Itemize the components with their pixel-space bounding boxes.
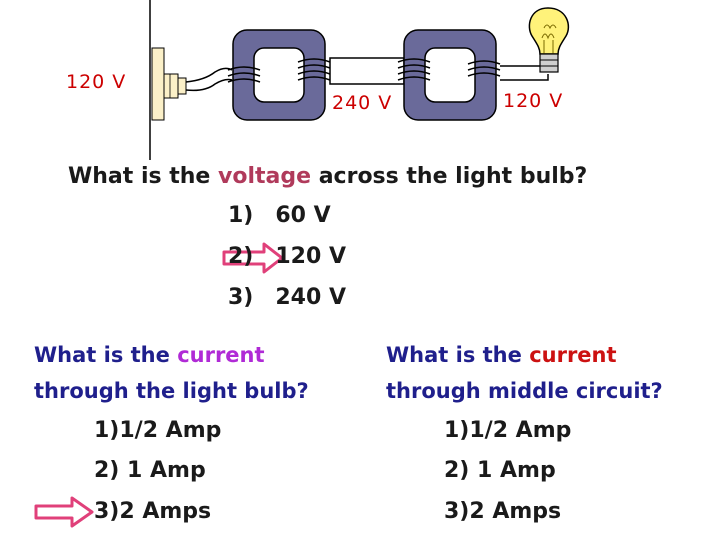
light-bulb-icon [528,7,570,73]
wall-outlet-plate [151,47,165,121]
voltage-option-3-num: 3) [228,285,254,310]
current-middle-option-2[interactable]: 2) 1 Amp [444,458,556,483]
bulb-wires [500,65,549,81]
source-voltage-label: 120 V [66,71,127,93]
question-current-middle-prefix: What is the [386,343,530,367]
question-current-bulb-highlight: current [177,343,265,367]
current-bulb-option-2[interactable]: 2) 1 Amp [94,458,206,483]
middle-circuit-wires [329,57,405,85]
source-wire-bottom [185,78,233,92]
answer-arrow-voltage [222,242,284,274]
current-bulb-option-3[interactable]: 3)2 Amps [94,499,212,524]
question-current-bulb-line2: through the light bulb? [34,379,309,403]
current-middle-option-1[interactable]: 1)1/2 Amp [444,418,572,443]
question-voltage-prefix: What is the [68,164,219,189]
secondary-coil-2 [467,60,501,77]
question-current-bulb-line1: What is the current [34,343,265,367]
voltage-option-3[interactable]: 3) 240 V [228,285,346,310]
voltage-option-3-text: 240 V [275,285,346,310]
bulb-voltage-label: 120 V [503,90,564,112]
question-current-middle-highlight: current [529,343,617,367]
primary-coil-1 [227,66,261,83]
plug-icon [163,73,187,99]
voltage-option-2-text: 120 V [275,244,346,269]
question-current-bulb-prefix: What is the [34,343,178,367]
voltage-option-1[interactable]: 1) 60 V [228,203,331,228]
question-current-middle-line2: through middle circuit? [386,379,663,403]
secondary-coil-1 [297,58,331,81]
source-wire-top [185,67,233,83]
current-middle-option-3[interactable]: 3)2 Amps [444,499,562,524]
voltage-option-1-text: 60 V [275,203,331,228]
voltage-option-1-num: 1) [228,203,254,228]
question-voltage-suffix: across the light bulb? [311,164,588,189]
primary-coil-2 [397,58,431,81]
voltage-option-2[interactable]: 2) 120 V [228,244,346,269]
middle-voltage-label: 240 V [332,92,393,114]
question-voltage-highlight: voltage [218,164,312,189]
voltage-option-2-num: 2) [228,244,254,269]
answer-arrow-current-bulb [34,496,94,528]
question-current-middle-line1: What is the current [386,343,617,367]
question-voltage: What is the voltage across the light bul… [68,164,587,189]
current-bulb-option-1[interactable]: 1)1/2 Amp [94,418,222,443]
